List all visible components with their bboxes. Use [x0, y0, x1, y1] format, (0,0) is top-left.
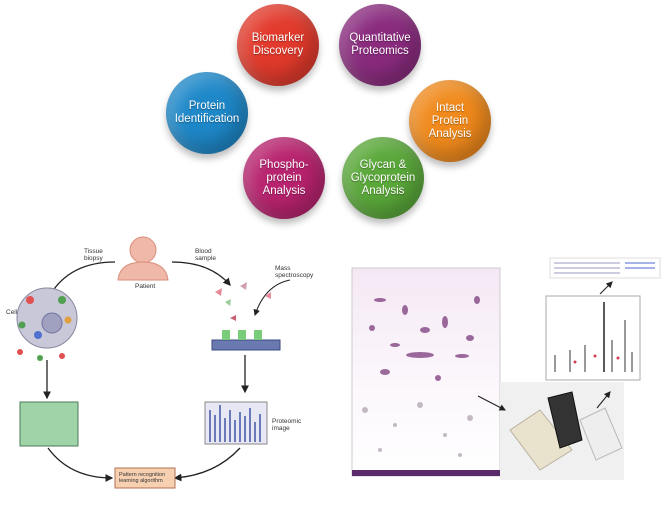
protein-identification-bubble: Protein Identification [166, 72, 248, 154]
patient-label: Patient [135, 283, 156, 290]
pattern-recognition-label: Pattern recognition learning algorithm [119, 472, 166, 484]
patient-icon [117, 236, 169, 281]
intact-protein-analysis-bubble: Intact Protein Analysis [409, 80, 491, 162]
protein-identification-label: Protein Identification [174, 100, 240, 125]
proteomic-image-label: Proteomic image [272, 418, 302, 432]
glycan-glycoprotein-analysis-label: Glycan & Glycoprotein Analysis [350, 158, 416, 197]
cell-illustration [16, 287, 78, 361]
tissue-biopsy-label: Tissue biopsy [84, 248, 103, 262]
quantitative-proteomics-label: Quantitative Proteomics [349, 32, 411, 57]
mass-spectrum-panel [545, 257, 661, 381]
left-well-plate [19, 401, 79, 447]
glycan-glycoprotein-analysis-bubble: Glycan & Glycoprotein Analysis [342, 137, 424, 219]
cell-label: Cell [6, 309, 18, 316]
gel-image [351, 267, 501, 477]
biomarker-discovery-label: Biomarker Discovery [251, 32, 305, 57]
mass-spec-sample [211, 282, 281, 351]
well-plates-photo [477, 382, 624, 480]
phosphoprotein-analysis-label: Phospho- protein Analysis [259, 158, 309, 197]
mass-spectroscopy-label: Mass spectroscopy [275, 265, 314, 279]
pattern-recognition-box [114, 467, 176, 489]
phosphoprotein-analysis-bubble: Phospho- protein Analysis [243, 137, 325, 219]
quantitative-proteomics-bubble: Quantitative Proteomics [339, 4, 421, 86]
proteomic-image-plot [204, 401, 268, 445]
blood-sample-label: Blood sample [195, 248, 216, 262]
biomarker-discovery-bubble: Biomarker Discovery [237, 4, 319, 86]
intact-protein-analysis-label: Intact Protein Analysis [428, 101, 472, 140]
